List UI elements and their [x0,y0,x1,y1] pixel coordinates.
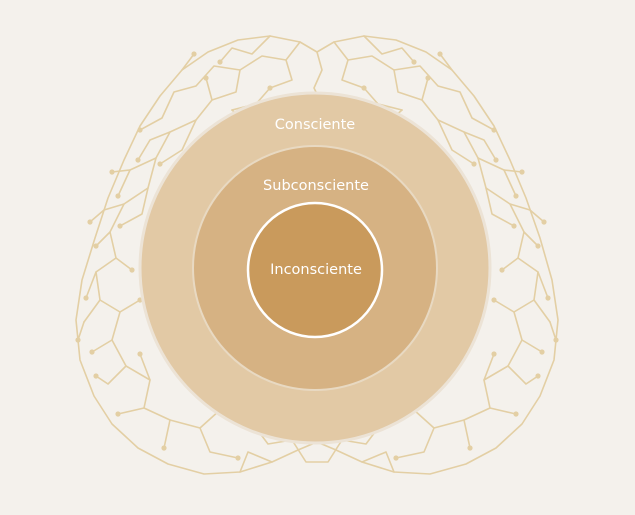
consciente-label: Consciente [275,117,356,133]
subconsciente-label: Subconsciente [263,178,369,194]
inconsciente-label: Inconsciente [270,262,362,278]
inconsciente-core [246,201,384,339]
